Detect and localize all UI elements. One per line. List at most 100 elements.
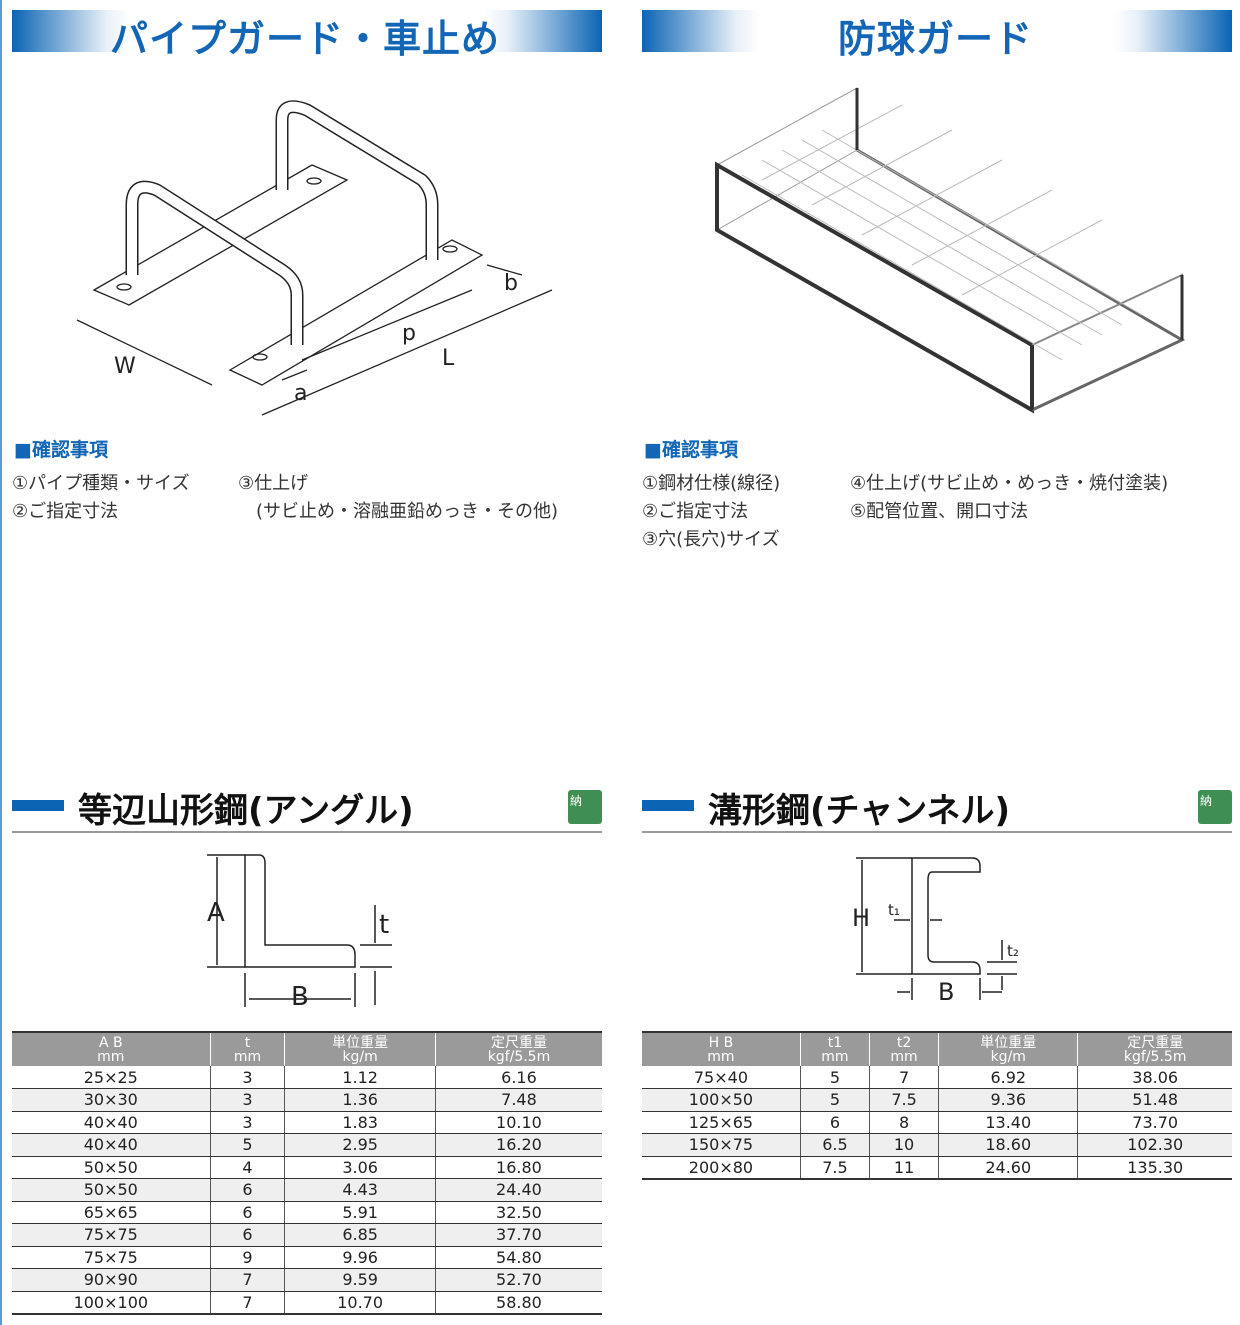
table-cell: 135.30: [1077, 1156, 1232, 1180]
badge-label: 納: [1200, 794, 1213, 808]
column-header-line: mm: [890, 1048, 918, 1065]
table-cell: 10.70: [284, 1291, 436, 1315]
table-cell: 5: [799, 1066, 870, 1089]
pipe-guard-banner: パイプガード・車止め: [12, 10, 602, 61]
pipe-guard-item: ③仕上げ: [238, 473, 309, 494]
table-cell: 65×65: [12, 1201, 211, 1224]
table-cell: 6: [209, 1201, 285, 1224]
table-cell: 4: [209, 1156, 285, 1179]
table-cell: 6.16: [434, 1066, 602, 1089]
section-bar: [12, 800, 64, 811]
channel-diagram: H B t₁ t₂: [852, 857, 1019, 1005]
table-cell: 6.5: [799, 1133, 870, 1157]
column-header-line: mm: [233, 1048, 262, 1065]
ball-guard-item: ⑤配管位置、開口寸法: [850, 501, 1029, 522]
label-l: L: [442, 346, 455, 371]
badge-label: 納: [570, 794, 583, 808]
ball-guard-item: ③穴(長穴)サイズ: [642, 529, 780, 550]
pipe-guard-diagram: W p L a b: [76, 100, 553, 416]
table-cell: 16.80: [434, 1156, 602, 1179]
table-cell: 40×40: [12, 1111, 211, 1134]
column-header-line: t: [244, 1034, 251, 1051]
table-cell: 5: [209, 1133, 285, 1157]
ball-guard-title: 防球ガード: [838, 17, 1034, 61]
label-a: A: [207, 898, 225, 928]
table-cell: 7.5: [868, 1088, 939, 1112]
label-a: a: [294, 381, 307, 406]
column-header-line: kgf/5.5m: [487, 1048, 551, 1065]
table-cell: 73.70: [1077, 1111, 1232, 1134]
table-cell: 18.60: [938, 1133, 1078, 1157]
label-w: W: [114, 354, 136, 379]
column-header-line: 定尺重量: [490, 1034, 547, 1051]
table-cell: 3: [209, 1088, 285, 1112]
table-cell: 1.83: [284, 1111, 436, 1134]
label-t1: t₁: [888, 901, 900, 919]
table-cell: 75×75: [12, 1223, 211, 1247]
angle-diagram: A B t: [207, 854, 392, 1012]
table-cell: 4.43: [284, 1178, 436, 1202]
table-cell: 24.40: [434, 1178, 602, 1202]
table-cell: 9.36: [938, 1088, 1078, 1112]
table-cell: 3: [209, 1066, 285, 1089]
table-cell: 50×50: [12, 1178, 211, 1202]
table-cell: 8: [868, 1111, 939, 1134]
table-cell: 6: [209, 1178, 285, 1202]
pipe-guard-item: (サビ止め・溶融亜鉛めっき・その他): [256, 501, 559, 522]
channel-section-header: 溝形鋼(チャンネル) 納: [642, 785, 1232, 833]
table-cell: 7.5: [799, 1156, 870, 1180]
table-cell: 6: [209, 1223, 285, 1247]
table-cell: 25×25: [12, 1066, 211, 1089]
table-cell: 9.59: [284, 1268, 436, 1292]
pipe-guard-item: ①パイプ種類・サイズ: [12, 473, 190, 494]
table-cell: 10: [868, 1133, 939, 1157]
table-cell: 10.10: [434, 1111, 602, 1134]
table-cell: 5.91: [284, 1201, 436, 1224]
column-header-line: mm: [707, 1048, 735, 1065]
ball-guard-item: ②ご指定寸法: [642, 501, 749, 522]
table-cell: 30×30: [12, 1088, 211, 1112]
table-cell: 1.36: [284, 1088, 436, 1112]
table-cell: 75×75: [12, 1246, 211, 1269]
label-b: b: [504, 271, 518, 296]
table-cell: 3.06: [284, 1156, 436, 1179]
label-h: H: [852, 904, 870, 932]
ball-guard-confirm-heading: ■確認事項: [644, 439, 738, 461]
table-cell: 9.96: [284, 1246, 436, 1269]
table-cell: 50×50: [12, 1156, 211, 1179]
table-cell: 40×40: [12, 1133, 211, 1157]
table-cell: 3: [209, 1111, 285, 1134]
table-cell: 102.30: [1077, 1133, 1232, 1157]
section-bar: [642, 800, 694, 811]
table-cell: 7: [209, 1268, 285, 1292]
delivery-badge-icon: 納: [568, 790, 602, 824]
column-header-line: t2: [896, 1034, 912, 1051]
column-header-line: mm: [97, 1048, 125, 1065]
table-cell: 200×80: [642, 1156, 801, 1180]
table-cell: 1.12: [284, 1066, 436, 1089]
table-cell: 7: [868, 1066, 939, 1089]
column-header-line: kg/m: [990, 1048, 1026, 1065]
column-header-line: kgf/5.5m: [1123, 1048, 1187, 1065]
ball-guard-banner: 防球ガード: [642, 10, 1232, 61]
label-t2: t₂: [1007, 942, 1019, 960]
table-cell: 6.92: [938, 1066, 1078, 1089]
table-cell: 9: [209, 1246, 285, 1269]
table-cell: 11: [868, 1156, 939, 1180]
